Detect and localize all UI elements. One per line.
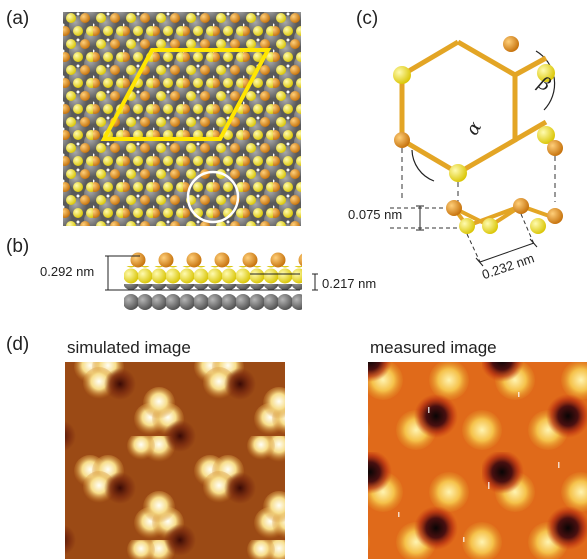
total-height-label: 0.292 nm — [40, 264, 95, 279]
panel-label-a: (a) — [6, 8, 30, 29]
panel-label-d: (d) — [6, 334, 30, 355]
buckling-label: 0.075 nm — [348, 207, 403, 222]
highlight-circle — [186, 170, 240, 224]
panel-label-b: (b) — [6, 236, 30, 257]
measured-stm-image — [368, 362, 587, 559]
simulated-stm-image — [65, 362, 285, 559]
layer-gap-label: 0.217 nm — [322, 276, 377, 291]
side-view-dimensions — [105, 255, 318, 291]
panel-label-c: (c) — [356, 8, 379, 29]
top-view-structure — [63, 12, 301, 226]
hexagon-bonds — [399, 39, 518, 176]
buckled-profile — [452, 203, 556, 229]
angle-beta-arc — [535, 50, 556, 111]
side-view-structure — [124, 252, 302, 310]
unit-cell-outline — [100, 48, 272, 141]
measured-image-caption: measured image — [370, 338, 497, 357]
simulated-image-caption: simulated image — [67, 338, 191, 357]
hexagon-diagram — [390, 36, 563, 267]
angle-alpha-arc — [411, 149, 435, 182]
